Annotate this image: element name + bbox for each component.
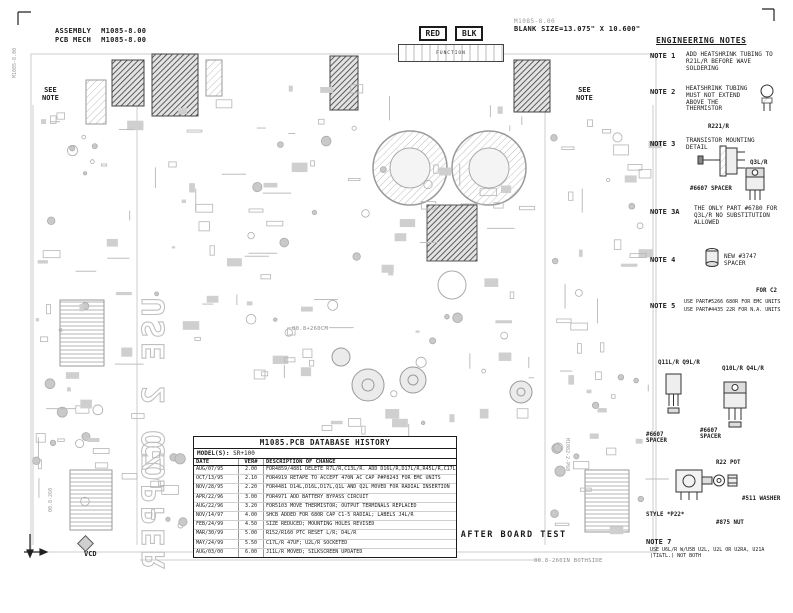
dim-bottom-label: 00.8-260IN BOTHSIDE — [534, 558, 603, 564]
copper-layer-text: USE 2 OZ. COPPER — [136, 297, 172, 572]
note5-line1: USE PART#5266 680R FOR EMC UNITS — [684, 299, 781, 305]
sheet-info: M1085-8.00 BLANK SIZE=13.075" X 10.600" — [514, 18, 694, 33]
dim-center-label: 00.8+260CM — [292, 326, 329, 332]
note3a-text: THE ONLY PART #6780 FOR Q3L/R NO SUBSTIT… — [694, 205, 778, 226]
shear-note: SHEAR HERE AFTER BOARD TEST — [388, 530, 567, 540]
database-history-table: M1085.PCB DATABASE HISTORY MODEL(S): SR+… — [193, 436, 457, 558]
note1-label: NOTE 1 — [650, 52, 676, 60]
filter-capacitors — [372, 130, 527, 300]
terminal-red-label: RED — [418, 26, 447, 41]
see-note-left-line2: NOTE — [42, 94, 59, 102]
note4-label: NOTE 4 — [650, 256, 676, 264]
vcd-label: VCD — [84, 550, 97, 558]
engineering-notes: ENGINEERING NOTES NOTE 1 ADD HEATSHRINK … — [646, 36, 792, 606]
dim-right-text: M1082-2-P60 — [564, 438, 570, 471]
model-value: SR+100 — [233, 450, 255, 457]
model-label: MODEL(S): — [197, 450, 230, 457]
note5-ref: FOR C2 — [756, 288, 777, 294]
vertical-annotations: M1085-8.00 00.8-260 M1082-2-P60 — [12, 48, 570, 512]
note2-label: NOTE 2 — [650, 88, 676, 96]
pot-washer-ref: #511 WASHER — [742, 496, 781, 502]
heatsink-footprints — [59, 299, 630, 533]
see-note-right-line2: NOTE — [576, 94, 593, 102]
see-note-left-line1: SEE — [44, 86, 57, 94]
edge-ref-text: M1085-8.00 — [12, 48, 18, 78]
engineering-notes-heading: ENGINEERING NOTES — [656, 36, 747, 45]
note2-text: HEATSHRINK TUBING MUST NOT EXTEND ABOVE … — [686, 85, 748, 113]
potentiometer-icon — [675, 469, 738, 500]
see-note-left: SEE NOTE — [42, 86, 59, 102]
assembly-value: M1085-8.00 — [101, 27, 147, 35]
col-desc: DESCRIPTION OF CHANGE — [266, 459, 336, 465]
pot-ref: R22 POT — [716, 460, 741, 466]
col-date: DATE — [194, 459, 239, 465]
terminal-block: RED BLK FUNCTION — [398, 26, 504, 62]
pcb-mech-value: M1085-8.00 — [101, 36, 147, 44]
assembly-label: ASSEMBLY — [55, 27, 92, 35]
spacer-icon — [705, 248, 719, 267]
terminal-blk-label: BLK — [455, 26, 484, 41]
dim-left-text: 00.8-260 — [48, 488, 54, 512]
blank-size-note: BLANK SIZE=13.075" X 10.600" — [514, 25, 641, 33]
transistor-q11-icon — [665, 373, 682, 414]
note6-spacer-right-ref: #6607 SPACER — [700, 428, 721, 441]
see-note-right-line1: SEE — [578, 86, 591, 94]
transistor-q10-icon — [723, 381, 747, 428]
sheet-part-number: M1085-8.00 — [514, 18, 556, 25]
note7-label: NOTE 7 — [646, 538, 672, 546]
note3-ref: Q3L/R — [750, 160, 768, 166]
history-model-row: MODEL(S): SR+100 — [194, 449, 456, 459]
copper-text-line1: USE 2 OZ. — [137, 298, 172, 497]
note3-spacer-ref: #6607 SPACER — [690, 186, 732, 192]
connector-footprints — [85, 53, 551, 125]
pot-style-ref: STYLE *P22* — [646, 512, 685, 518]
to220-package-icon — [745, 167, 765, 200]
corner-marks — [17, 8, 775, 559]
note2-ref: R221/R — [708, 124, 729, 130]
diamond-mark — [77, 535, 94, 552]
note3a-label: NOTE 3A — [650, 208, 680, 216]
note4-text: NEW #3747 SPACER — [724, 253, 757, 267]
note6-spacer-left-ref: #6607 SPACER — [646, 432, 667, 445]
history-header-row: DATE VER# DESCRIPTION OF CHANGE — [194, 459, 456, 466]
transistor-mounting-detail-icon — [697, 145, 745, 177]
note3-label: NOTE 3 — [650, 140, 676, 148]
function-label: FUNCTION — [436, 50, 466, 56]
thermistor-icon — [760, 84, 774, 111]
see-note-right: SEE NOTE — [576, 86, 593, 102]
function-strip: FUNCTION — [398, 44, 504, 62]
pot-nut-ref: #875 NUT — [716, 520, 744, 526]
pot-footprints — [331, 347, 533, 404]
note5-line2: USE PART#4435 22R FOR N.A. UNITS — [684, 307, 781, 313]
title-block: ASSEMBLY M1085-8.00 PCB MECH M1085-8.00 — [55, 27, 146, 45]
note7-text: USE U6L/R W/U5B U2L, U2L OR U2RA, U21A (… — [650, 547, 765, 559]
note1-text: ADD HEATSHRINK TUBING TO R21L/R BEFORE W… — [686, 51, 773, 72]
copper-text-line2: COPPER — [137, 440, 172, 572]
col-ver: VER# — [239, 459, 264, 465]
note6-right-ref: Q10L/R Q4L/R — [722, 366, 764, 372]
note5-label: NOTE 5 — [650, 302, 676, 310]
note3-text: TRANSISTOR MOUNTING DETAIL — [686, 137, 755, 151]
note6-left-ref: Q11L/R Q9L/R — [658, 360, 700, 366]
pcb-mech-label: PCB MECH — [55, 36, 92, 44]
history-title: M1085.PCB DATABASE HISTORY — [194, 437, 456, 449]
